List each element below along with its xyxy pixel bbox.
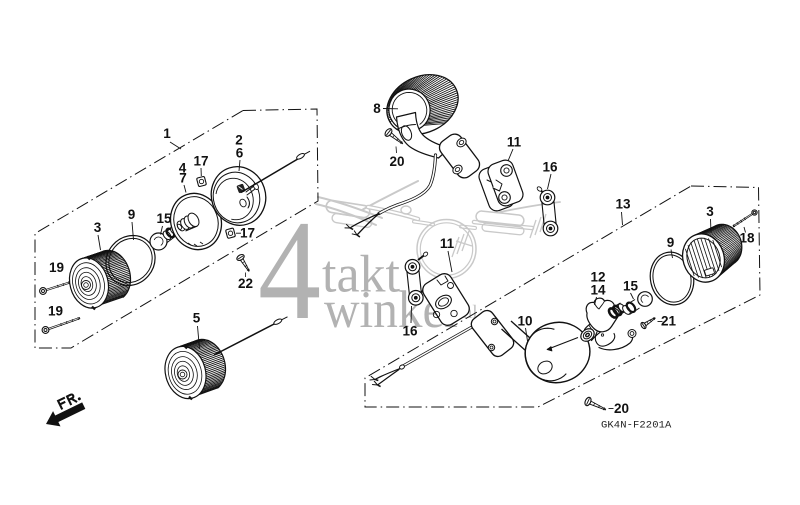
svg-text:10: 10 — [517, 314, 532, 329]
svg-text:16: 16 — [542, 160, 558, 175]
svg-text:13: 13 — [615, 197, 631, 212]
svg-text:20: 20 — [614, 401, 629, 416]
svg-text:6: 6 — [236, 146, 244, 161]
svg-text:18: 18 — [739, 231, 755, 246]
svg-text:11: 11 — [507, 135, 522, 150]
svg-text:17: 17 — [240, 226, 255, 241]
svg-text:3: 3 — [706, 204, 714, 219]
svg-text:20: 20 — [389, 154, 404, 169]
svg-text:19: 19 — [49, 260, 64, 275]
svg-text:11: 11 — [440, 236, 455, 251]
svg-text:7: 7 — [179, 171, 187, 186]
svg-text:22: 22 — [238, 276, 253, 291]
svg-text:14: 14 — [590, 283, 606, 298]
svg-text:3: 3 — [94, 220, 102, 235]
svg-text:17: 17 — [193, 154, 208, 169]
svg-text:9: 9 — [128, 207, 136, 222]
svg-text:5: 5 — [193, 311, 201, 326]
svg-text:16: 16 — [402, 324, 418, 339]
svg-text:15: 15 — [156, 211, 172, 226]
svg-text:1: 1 — [163, 126, 171, 141]
svg-text:4: 4 — [258, 191, 321, 349]
svg-text:21: 21 — [661, 314, 677, 329]
svg-text:GK4N-F2201A: GK4N-F2201A — [601, 420, 672, 432]
svg-text:9: 9 — [667, 235, 675, 250]
svg-text:8: 8 — [373, 101, 381, 116]
svg-text:19: 19 — [48, 304, 63, 319]
svg-text:15: 15 — [623, 279, 639, 294]
